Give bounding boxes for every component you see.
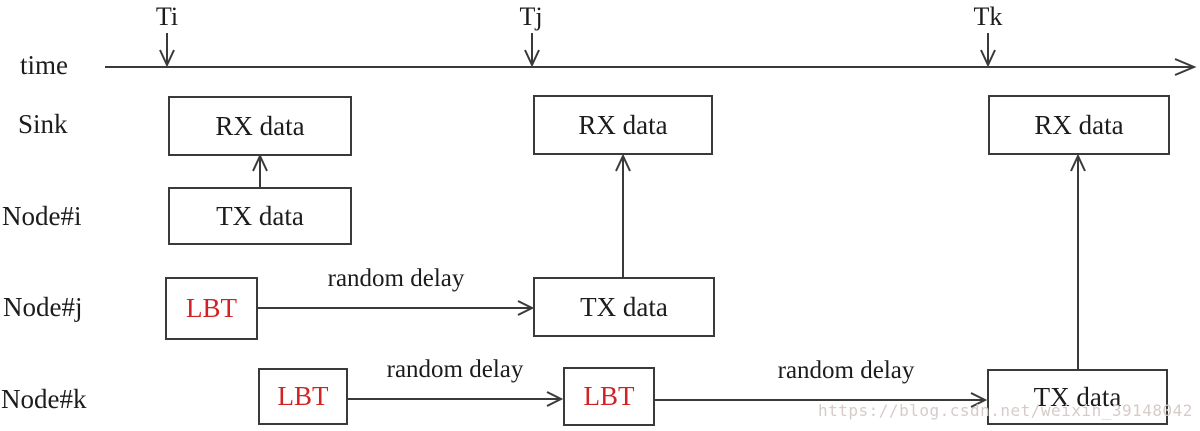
arrow-node-i-arrowhead-icon [252,153,268,172]
marker-tk-arrowhead-icon [980,49,996,68]
box-node-i-tx-data: TX data [168,187,352,245]
box-rx-data-ti: RX data [168,96,352,156]
marker-ti-arrowhead-icon [159,49,175,68]
random-delay-label-node-k-1: random delay [386,356,524,383]
arrow-node-j-arrowhead-icon [615,153,631,172]
row-label-node-i: Node#i [2,201,82,231]
box-rx-data-tk: RX data [988,95,1170,155]
random-delay-label-node-j: random delay [327,265,465,292]
time-marker-ti: Ti [155,2,179,31]
row-label-sink: Sink [18,109,68,139]
time-axis-label: time [20,50,68,80]
box-node-j-lbt: LBT [165,277,258,340]
timeline-arrowhead-icon [1174,58,1197,76]
arrow-node-j-h-arrowhead-icon [517,300,535,316]
watermark: https://blog.csdn.net/weixin_39148042 [818,401,1193,420]
box-node-k-lbt-1: LBT [258,368,348,425]
row-label-node-j: Node#j [3,292,83,322]
arrow-node-k-h1-arrowhead-icon [546,391,564,407]
time-marker-tj: Tj [519,2,543,31]
box-node-j-tx-data: TX data [533,277,715,337]
marker-tj-arrowhead-icon [524,49,540,68]
arrow-node-k-arrowhead-icon [1070,153,1086,172]
box-rx-data-tj: RX data [533,95,713,155]
row-label-node-k: Node#k [1,384,87,414]
time-marker-tk: Tk [973,2,1003,31]
arrow-node-k-h2-arrowhead-icon [970,392,988,408]
box-node-k-lbt-2: LBT [563,367,655,426]
random-delay-label-node-k-2: random delay [777,357,915,384]
box-node-k-tx-data: TX data [987,369,1168,425]
